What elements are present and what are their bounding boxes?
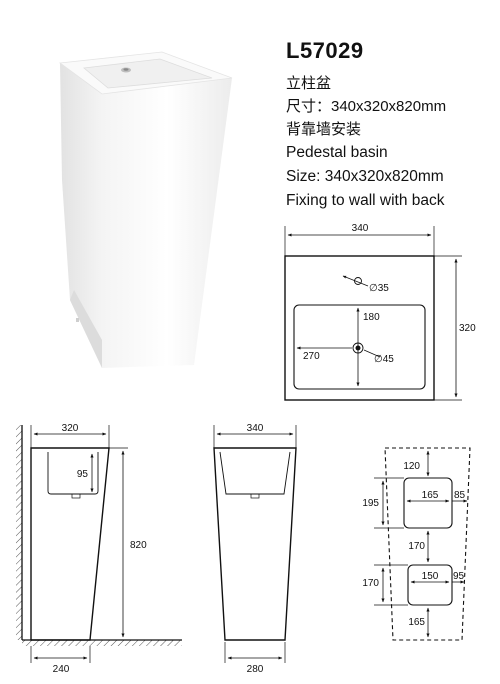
product-size-cn: 尺寸：340x320x820mm: [286, 98, 447, 115]
install-method-cn: 背靠墙安装: [286, 121, 362, 138]
product-name-cn: 立柱盆: [286, 75, 332, 92]
back-dim-150-label: 150: [422, 571, 439, 582]
back-dim-170a-label: 170: [408, 541, 425, 552]
drain-hole-label: ∅45: [374, 354, 394, 365]
back-view-outline: [384, 447, 471, 641]
front-view-bowl: [219, 451, 291, 495]
side-height-label: 820: [130, 540, 147, 551]
drain-hole-circle: [352, 342, 364, 354]
tap-hole-circle: [354, 277, 362, 285]
front-view-drawing: 340 280: [213, 423, 297, 675]
front-top-width-label: 340: [247, 423, 264, 434]
side-top-width-label: 320: [62, 423, 79, 434]
back-dim-195-label: 195: [362, 498, 379, 509]
back-dim-165a-label: 165: [422, 490, 439, 501]
front-view-outline: [213, 447, 297, 641]
product-photo: [58, 51, 233, 368]
product-size-en: Size: 340x320x820mm: [286, 168, 444, 185]
side-bowl-depth-label: 95: [77, 469, 89, 480]
basin-foot: [70, 290, 102, 368]
basin-bowl: [83, 58, 213, 89]
top-view-outline: [284, 255, 435, 401]
product-name-en: Pedestal basin: [286, 144, 388, 161]
bowl-width-label: 270: [303, 351, 320, 362]
side-view-bowl: [47, 452, 99, 495]
back-dim-170b-label: 170: [362, 578, 379, 589]
basin-front-face: [102, 78, 232, 368]
back-dim-165b-label: 165: [408, 617, 425, 628]
tap-hole-label: ∅35: [369, 283, 389, 294]
basin-side-face: [60, 63, 102, 368]
side-base-width-label: 240: [53, 664, 70, 675]
back-view-drawing: 120 195 165 85 170 170 150 95 165: [362, 447, 471, 641]
install-method-en: Fixing to wall with back: [286, 192, 445, 209]
model-number: L57029: [286, 38, 364, 63]
back-opening-upper: [403, 477, 453, 529]
top-view-width-label: 340: [352, 223, 369, 234]
back-dim-120-label: 120: [403, 461, 420, 472]
bowl-depth-label: 180: [363, 312, 380, 323]
side-view-outline: [30, 447, 110, 641]
top-view-drawing: 340 320 ∅35 180 270 ∅45: [284, 223, 476, 401]
back-dim-95-label: 95: [453, 571, 465, 582]
back-opening-lower: [407, 564, 453, 606]
back-dim-85-label: 85: [454, 490, 466, 501]
top-view-bowl: [293, 304, 426, 390]
front-base-width-label: 280: [247, 664, 264, 675]
side-view-drawing: 320 95 820 240: [16, 423, 182, 675]
top-view-depth-label: 320: [459, 323, 476, 334]
